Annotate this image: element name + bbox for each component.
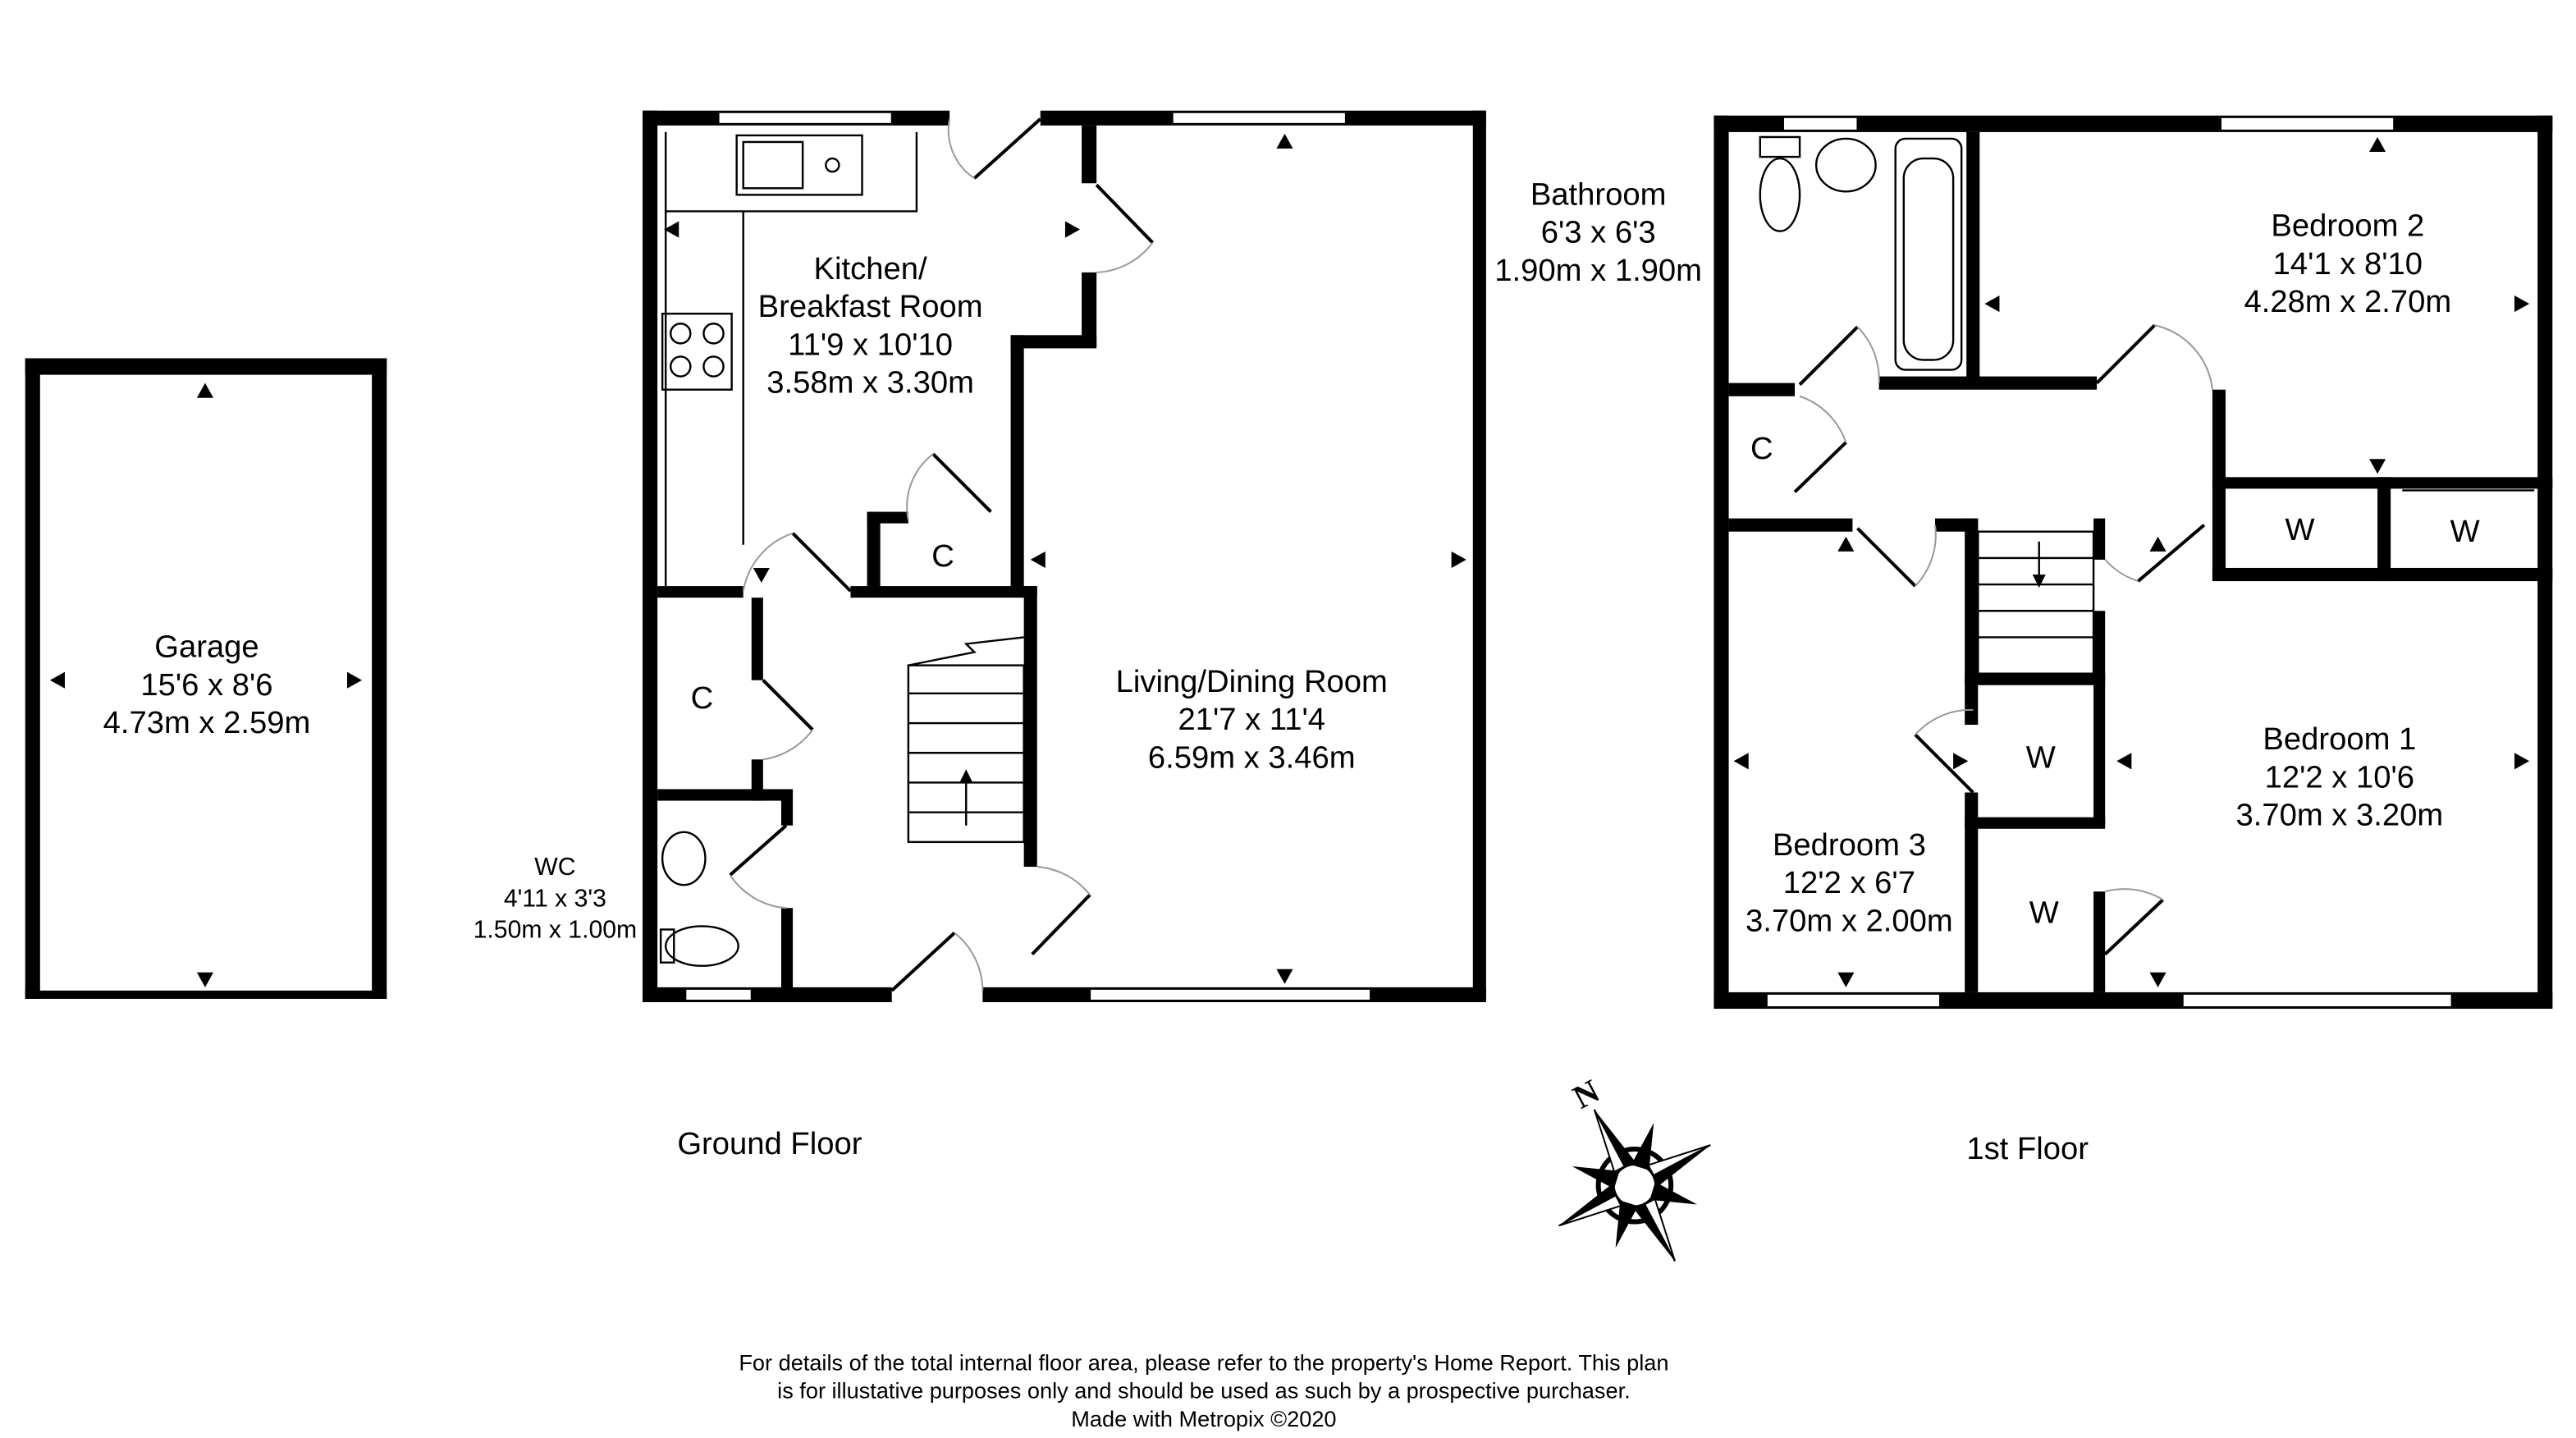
footer-line-1: For details of the total internal floor … [739, 1350, 1668, 1376]
first-floor-plan: Bedroom 2 14'1 x 8'10 4.28m x 2.70m Bedr… [1714, 115, 2553, 1166]
bathroom-imperial: 6'3 x 6'3 [1541, 215, 1656, 250]
wardrobe-2: W [2450, 514, 2480, 549]
kitchen-name-line1: Kitchen/ [814, 251, 927, 286]
wc-imperial: 4'11 x 3'3 [504, 885, 606, 912]
compass-rose-icon: N [1558, 1072, 1711, 1262]
compass-north-label: N [1567, 1072, 1605, 1115]
living-name: Living/Dining Room [1116, 664, 1388, 699]
footer-line-2: is for illustative purposes only and sho… [777, 1378, 1630, 1404]
bedroom3-metric: 3.70m x 2.00m [1746, 903, 1953, 938]
first-stairs [1977, 530, 2095, 675]
bedroom3-name: Bedroom 3 [1773, 827, 1926, 863]
bedroom2-metric: 4.28m x 2.70m [2244, 284, 2452, 319]
first-cupboard: C [1750, 431, 1773, 466]
bedroom2-name: Bedroom 2 [2271, 208, 2424, 244]
ground-stairs [907, 636, 1025, 844]
garage-name: Garage [154, 630, 259, 665]
garage-metric: 4.73m x 2.59m [103, 705, 311, 740]
bedroom1-metric: 3.70m x 3.20m [2235, 798, 2443, 833]
ground-floor-plan: Kitchen/ Breakfast Room 11'9 x 10'10 3.5… [474, 110, 1486, 1161]
kitchen-metric: 3.58m x 3.30m [766, 365, 974, 401]
bathroom-metric: 1.90m x 1.90m [1494, 253, 1702, 288]
bedroom2-imperial: 14'1 x 8'10 [2273, 246, 2423, 282]
bedroom1-name: Bedroom 1 [2263, 721, 2416, 757]
wardrobe-4: W [2029, 895, 2059, 930]
wardrobe-3: W [2026, 740, 2056, 775]
footer-line-3: Made with Metropix ©2020 [1071, 1406, 1336, 1431]
bedroom3-imperial: 12'2 x 6'7 [1783, 865, 1915, 900]
living-imperial: 21'7 x 11'4 [1178, 702, 1325, 737]
kitchen-imperial: 11'9 x 10'10 [788, 327, 953, 362]
ground-cupboard-1: C [931, 538, 954, 574]
living-metric: 6.59m x 3.46m [1148, 740, 1356, 775]
bedroom1-imperial: 12'2 x 10'6 [2265, 759, 2414, 795]
bathroom-name: Bathroom [1531, 176, 1667, 212]
wc-name: WC [534, 854, 575, 881]
first-floor-label: 1st Floor [1966, 1131, 2089, 1166]
garage-plan: Garage 15'6 x 8'6 4.73m x 2.59m [25, 358, 387, 999]
wc-metric: 1.50m x 1.00m [474, 917, 637, 944]
ground-floor-label: Ground Floor [677, 1126, 862, 1161]
kitchen-name-line2: Breakfast Room [758, 289, 983, 324]
garage-imperial: 15'6 x 8'6 [140, 667, 272, 703]
wardrobe-1: W [2285, 512, 2315, 547]
ground-cupboard-2: C [691, 680, 714, 716]
